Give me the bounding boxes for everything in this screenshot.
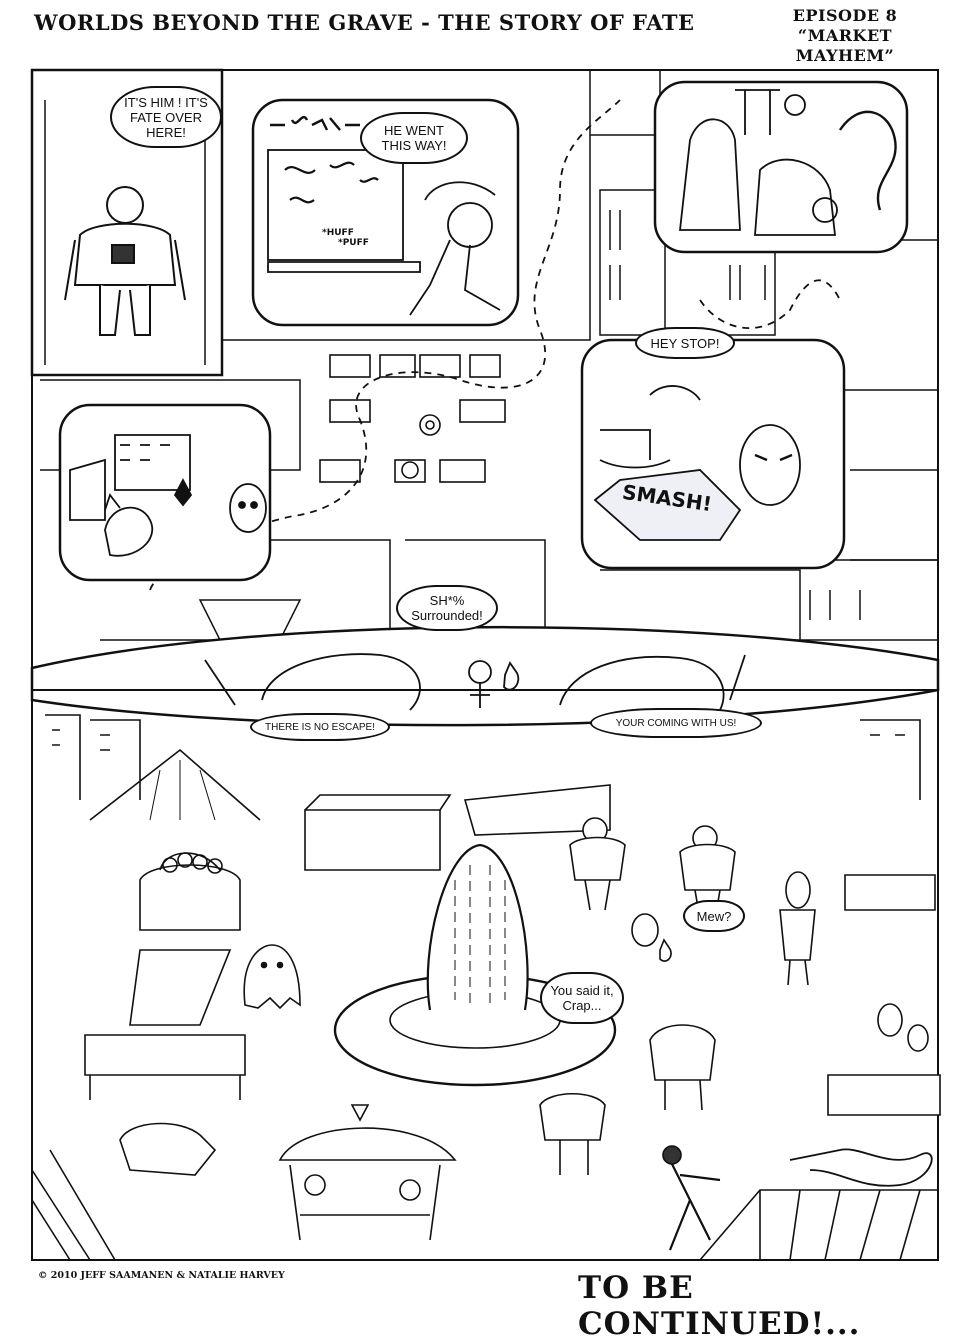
creature-market-art <box>678 89 897 236</box>
market-plaza-art <box>31 714 941 1261</box>
speech-balloon-hey-stop: HEY STOP! <box>635 327 735 359</box>
chase-path <box>149 99 841 591</box>
speech-balloon-surrounded: SH*% Surrounded! <box>396 585 498 631</box>
speech-balloon-no-escape: THERE IS NO ESCAPE! <box>250 713 390 741</box>
episode-heading: EPISODE 8 “MARKET MAYHEM” <box>760 6 930 66</box>
speech-balloon-went-this-way: HE WENT THIS WAY! <box>360 112 468 164</box>
copyright-text: © 2010 JEFF SAAMANEN & NATALIE HARVEY <box>38 1270 285 1281</box>
episode-title: “MARKET MAYHEM” <box>795 26 895 65</box>
panel-7-border <box>31 689 939 1261</box>
episode-number: EPISODE 8 <box>792 6 898 25</box>
to-be-continued-text: TO BE CONTINUED!... <box>578 1270 861 1342</box>
speech-balloon-its-him: IT'S HIM ! IT'S FATE OVER HERE! <box>110 86 222 148</box>
sfx-huff: *HUFF <box>322 228 354 238</box>
alien-smash-art <box>593 385 801 541</box>
street-market-stalls <box>319 354 506 483</box>
speech-balloon-coming-with-us: YOUR COMING WITH US! <box>590 708 762 738</box>
surround-scene-art <box>204 653 746 711</box>
comic-title: WORLDS BEYOND THE GRAVE - THE STORY OF F… <box>34 10 695 35</box>
sfx-puff: *PUFF <box>338 238 369 248</box>
panel-3 <box>653 80 909 254</box>
speech-balloon-mew: Mew? <box>683 900 745 932</box>
speech-balloon-you-said-it: You said it, Crap... <box>540 972 624 1024</box>
guard-figure <box>44 100 206 365</box>
cat-and-alien-art <box>69 434 267 557</box>
window-chase-art <box>267 115 501 316</box>
